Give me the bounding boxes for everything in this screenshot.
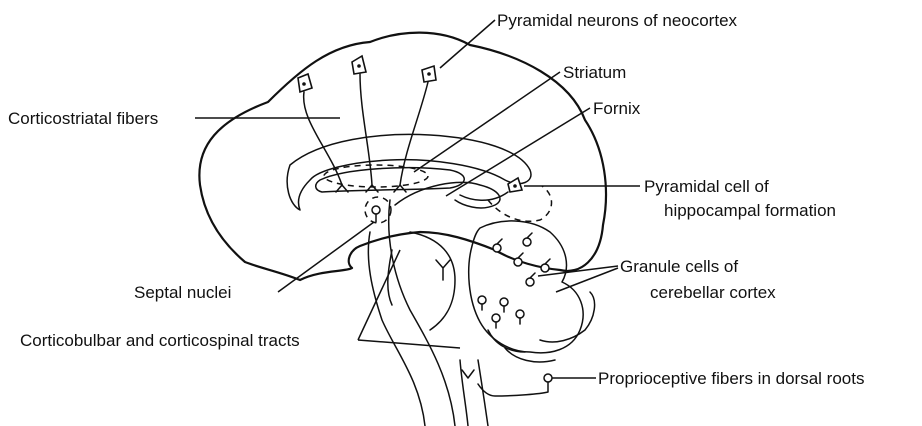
leader-granule-1 xyxy=(538,266,618,276)
cerebrum-outline xyxy=(199,33,606,280)
leader-corticobulbar-2 xyxy=(358,340,460,348)
label-granule-1: Granule cells of xyxy=(620,257,738,276)
brainstem-front xyxy=(368,232,425,426)
leader-pyramidal-neurons xyxy=(440,20,495,68)
label-pyramidal-hippo-2: hippocampal formation xyxy=(664,201,836,220)
label-corticostriatal: Corticostriatal fibers xyxy=(8,109,158,128)
midbrain xyxy=(388,250,392,305)
septal-cell xyxy=(372,206,380,222)
pyramidal-neuron-1 xyxy=(298,74,342,185)
label-striatum: Striatum xyxy=(563,63,626,82)
label-granule-2: cerebellar cortex xyxy=(650,283,776,302)
leader-corticobulbar-1 xyxy=(358,250,400,340)
leader-striatum xyxy=(414,72,560,172)
leader-septal xyxy=(278,222,374,292)
lateral-ventricle xyxy=(316,168,465,192)
spinal-cord-left xyxy=(460,360,468,426)
label-corticobulbar: Corticobulbar and corticospinal tracts xyxy=(20,331,300,350)
label-proprioceptive: Proprioceptive fibers in dorsal roots xyxy=(598,369,864,388)
dorsal-root-cell xyxy=(478,374,552,396)
label-fornix: Fornix xyxy=(593,99,641,118)
label-septal: Septal nuclei xyxy=(134,283,231,302)
label-pyramidal-neurons: Pyramidal neurons of neocortex xyxy=(497,11,738,30)
pons xyxy=(410,232,455,330)
label-pyramidal-hippo-1: Pyramidal cell of xyxy=(644,177,769,196)
